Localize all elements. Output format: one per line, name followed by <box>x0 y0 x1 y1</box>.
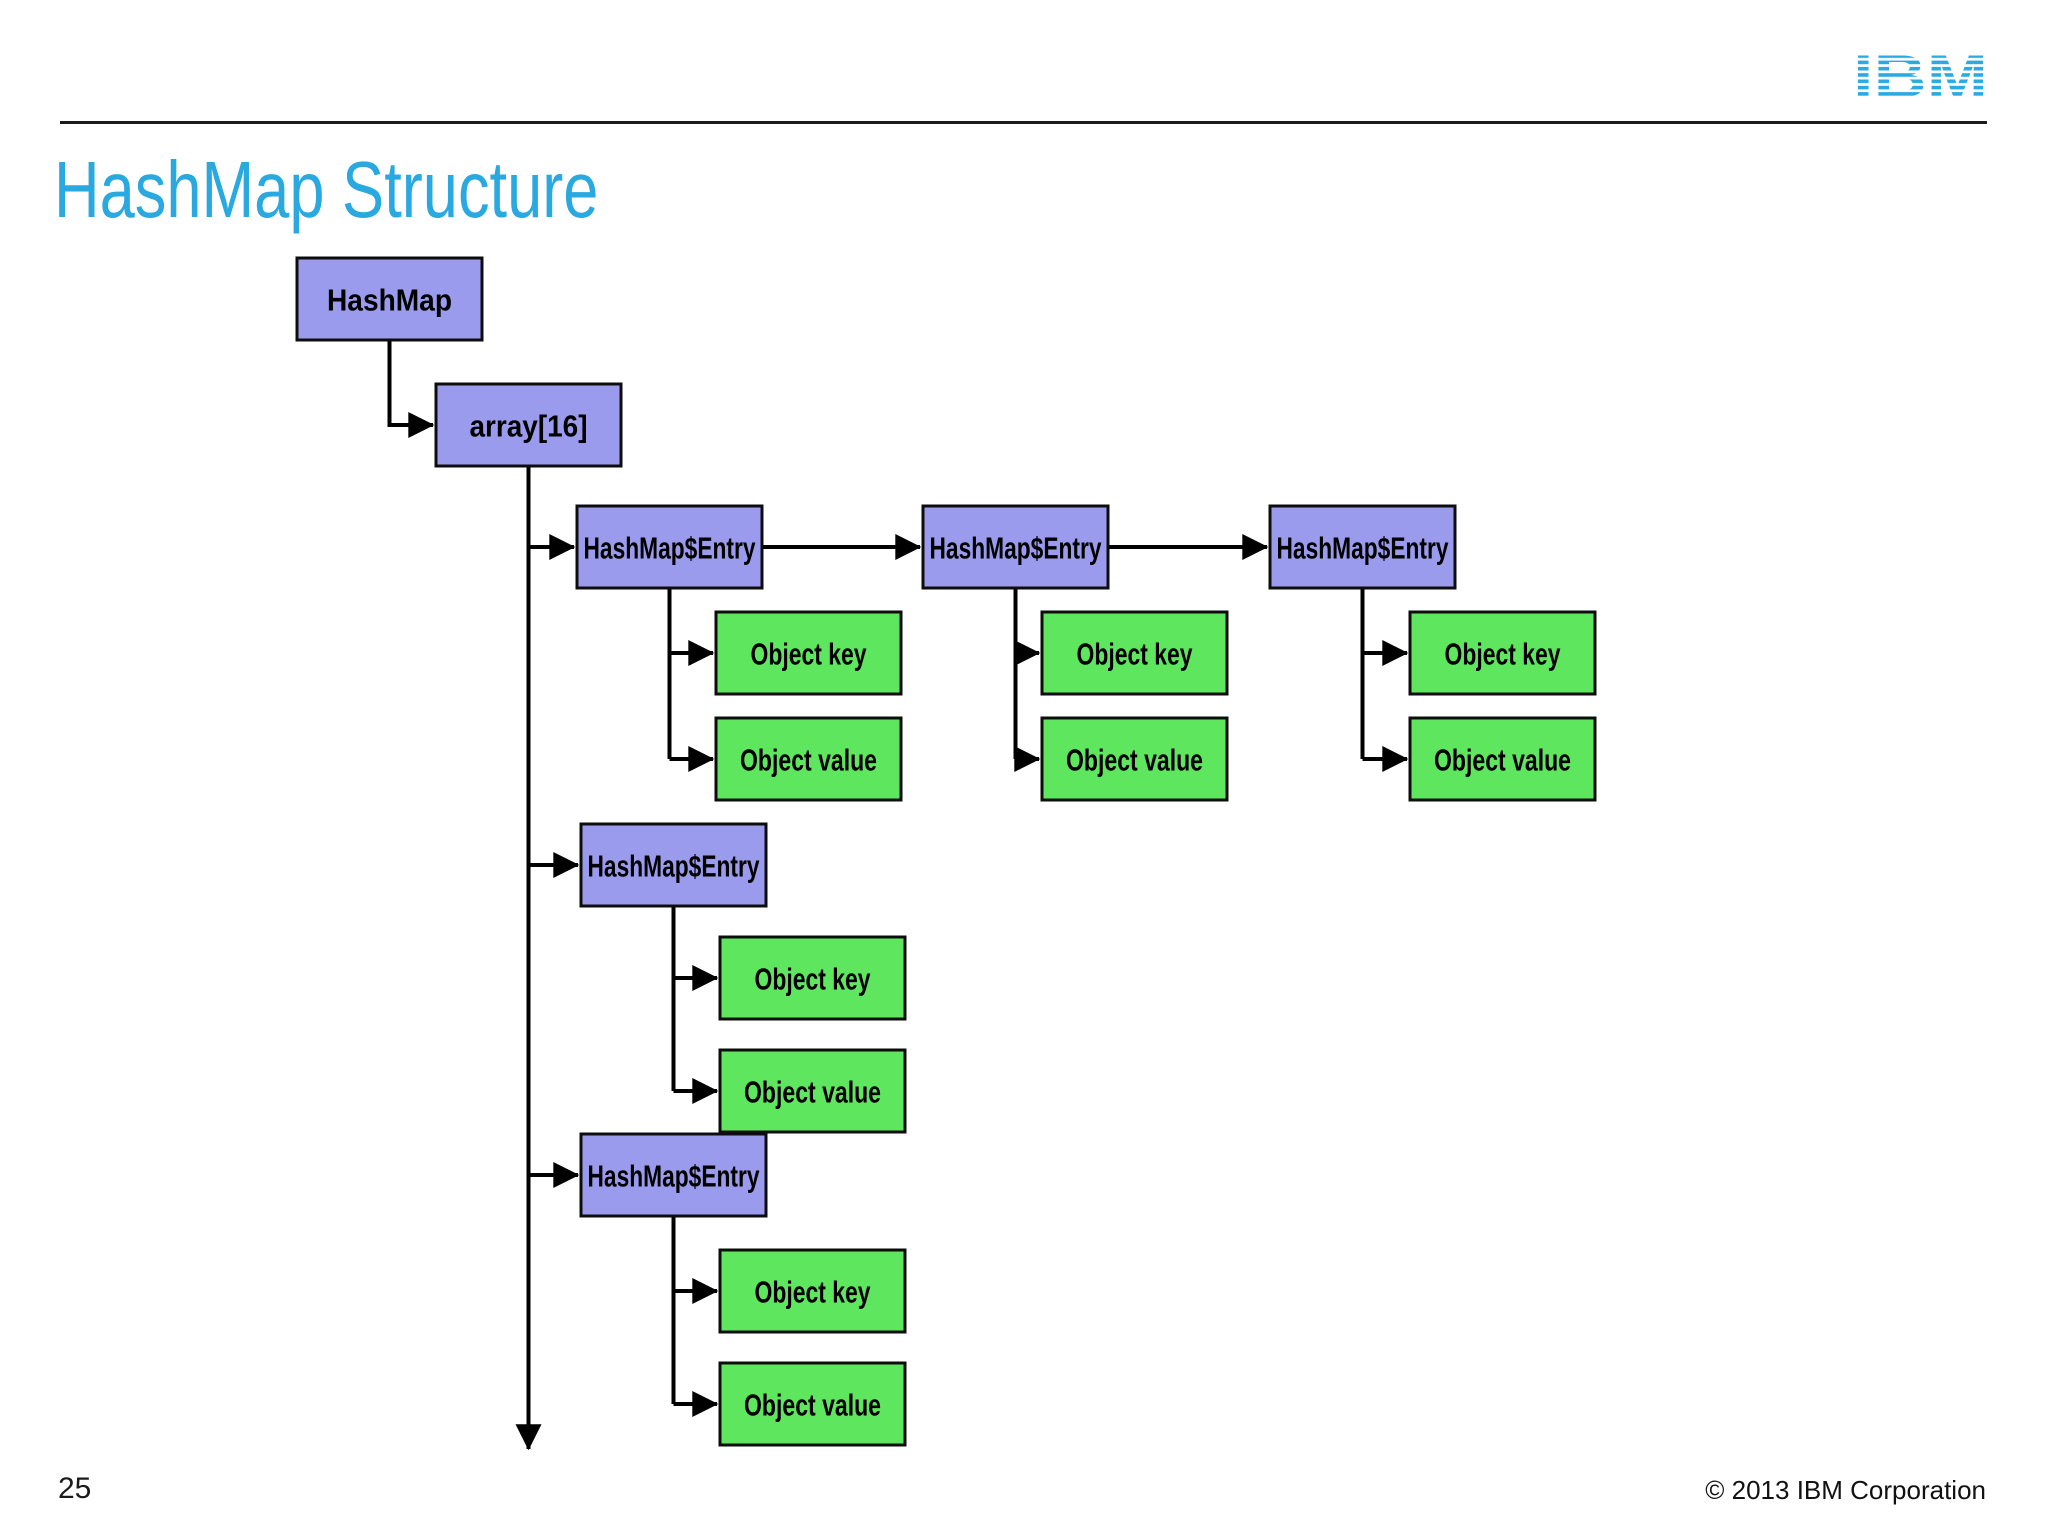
object-key-0-0-box <box>714 610 903 696</box>
array16-box <box>434 382 623 468</box>
object-key-0-1-label: Object key <box>1077 637 1194 672</box>
array16-label: array[16] <box>470 409 588 444</box>
page-title: HashMap Structure <box>54 145 599 234</box>
object-value-0-2-label: Object value <box>1434 743 1571 778</box>
node-object-key-2: Object key <box>718 1248 907 1334</box>
node-object-key-0-1: Object key <box>1040 610 1229 696</box>
object-value-2-box <box>718 1361 907 1447</box>
node-object-key-1: Object key <box>718 935 907 1021</box>
node-array16: array[16] <box>434 382 623 468</box>
page-number: 25 <box>58 1472 92 1505</box>
entry-0-0-label: HashMap$Entry <box>584 531 757 566</box>
object-key-2-box <box>718 1248 907 1334</box>
object-value-1-box <box>718 1048 907 1134</box>
ibm-logo-icon: IBM <box>1853 48 1988 103</box>
node-object-value-0-0: Object value <box>714 716 903 802</box>
connector-hashmap-to-array <box>387 340 435 438</box>
node-object-value-0-1: Object value <box>1040 716 1229 802</box>
entry-0-1-box <box>921 504 1110 590</box>
node-object-key-0-0: Object key <box>714 610 903 696</box>
object-value-0-1-label: Object value <box>1066 743 1203 778</box>
object-value-0-2-box <box>1408 716 1597 802</box>
node-entry-2: HashMap$Entry <box>579 1132 768 1218</box>
entry-0-1-label: HashMap$Entry <box>930 531 1103 566</box>
entry-0-2-label: HashMap$Entry <box>1277 531 1450 566</box>
object-key-0-1-box <box>1040 610 1229 696</box>
copyright-text: © 2013 IBM Corporation <box>1705 1475 1986 1505</box>
node-entry-0-0: HashMap$Entry <box>575 504 764 590</box>
nodes: HashMap array[16] HashMap$Entry Object k… <box>295 256 1597 1447</box>
object-key-1-label: Object key <box>755 962 872 997</box>
entry-1-box <box>579 822 768 908</box>
node-hashmap: HashMap <box>295 256 484 342</box>
ibm-logo-text: IBM <box>1853 48 1988 103</box>
object-key-1-box <box>718 935 907 1021</box>
object-key-0-2-label: Object key <box>1445 637 1562 672</box>
node-object-value-2: Object value <box>718 1361 907 1447</box>
node-object-value-1: Object value <box>718 1048 907 1134</box>
node-object-value-0-2: Object value <box>1408 716 1597 802</box>
object-key-0-0-label: Object key <box>751 637 868 672</box>
entry-0-0-box <box>575 504 764 590</box>
entry-2-label: HashMap$Entry <box>588 1159 761 1194</box>
node-entry-0-2: HashMap$Entry <box>1268 504 1457 590</box>
object-value-1-label: Object value <box>744 1075 881 1110</box>
node-object-key-0-2: Object key <box>1408 610 1597 696</box>
object-value-2-label: Object value <box>744 1388 881 1423</box>
hashmap-label: HashMap <box>327 283 452 318</box>
node-entry-1: HashMap$Entry <box>579 822 768 908</box>
object-value-0-1-box <box>1040 716 1229 802</box>
header-divider <box>60 121 1987 124</box>
entry-2-box <box>579 1132 768 1218</box>
hashmap-box <box>295 256 484 342</box>
object-key-2-label: Object key <box>755 1275 872 1310</box>
object-key-0-2-box <box>1408 610 1597 696</box>
entry-0-2-box <box>1268 504 1457 590</box>
connectors <box>387 340 1409 1451</box>
object-value-0-0-label: Object value <box>740 743 877 778</box>
object-value-0-0-box <box>714 716 903 802</box>
node-entry-0-1: HashMap$Entry <box>921 504 1110 590</box>
entry-1-label: HashMap$Entry <box>588 849 761 884</box>
